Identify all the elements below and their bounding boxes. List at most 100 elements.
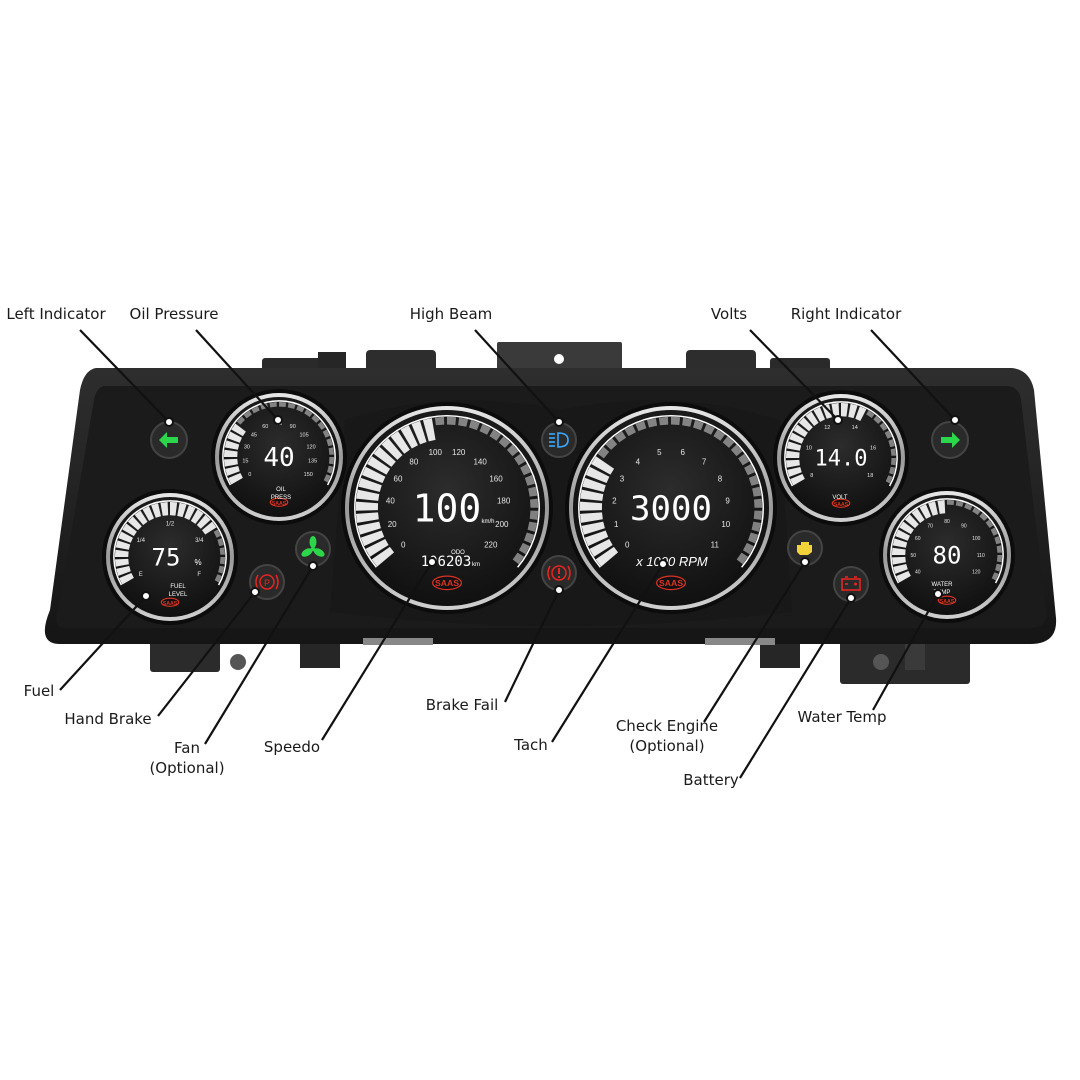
gauge-segment	[358, 477, 382, 492]
arrow-right-icon	[941, 432, 960, 448]
digital-readout: 100	[413, 486, 482, 530]
tick-label: 3/4	[195, 538, 204, 544]
gauge-segment	[605, 438, 618, 450]
gauge-segment	[119, 572, 134, 585]
gauge-segment	[328, 457, 335, 465]
tick-label: 200	[495, 520, 509, 529]
gauge-segment	[118, 531, 133, 543]
rpm-unit: x 1000 RPM	[635, 554, 708, 569]
gauge-segment	[361, 466, 386, 484]
gauge-segment	[115, 540, 131, 550]
gauge-segment	[752, 486, 762, 497]
gauge-segment	[367, 456, 391, 475]
gauge-segment	[979, 512, 988, 521]
brand-logo-text: SAAS	[659, 578, 683, 588]
tick-label: 60	[394, 474, 403, 483]
gauge-segment	[614, 431, 627, 443]
tick-label: 220	[484, 541, 498, 550]
tick-label: 15	[242, 458, 248, 464]
gauge-segment	[831, 402, 840, 417]
brake-warning-icon	[547, 565, 571, 581]
gauge-label: OIL	[276, 487, 286, 493]
gauge-segment	[201, 521, 217, 535]
gauge-segment	[888, 439, 895, 448]
gauge-segment	[151, 503, 161, 518]
gauge-segment	[400, 425, 418, 449]
gauge-segment	[885, 475, 893, 484]
gauge-label: PRESS	[271, 495, 291, 501]
gauge-segment	[214, 574, 222, 583]
gauge-segment	[751, 521, 761, 532]
gauge-segment	[646, 418, 658, 428]
tick-label: 12	[824, 425, 830, 431]
tick-label: 160	[489, 474, 503, 483]
gauge-segment	[995, 563, 1002, 572]
callout-fuel: Fuel	[23, 682, 55, 700]
gauge-segment	[142, 506, 155, 521]
callout-check-engine-line1: Check Engine	[615, 717, 719, 735]
gauge-segment	[591, 456, 615, 475]
gauge-segment	[196, 514, 211, 529]
gauge-segment	[114, 558, 129, 567]
gauge-segment	[693, 420, 704, 431]
gauge-segment	[584, 530, 609, 547]
gauge-segment	[228, 472, 243, 485]
gauge-segment	[579, 501, 603, 511]
brand-logo-text: SAAS	[163, 601, 178, 607]
tick-label: 100	[429, 448, 443, 457]
gauge-label: LEVEL	[169, 592, 188, 598]
gauge-segment	[730, 444, 743, 457]
gauge-segment	[635, 420, 647, 432]
gauge-segment	[360, 530, 385, 547]
brand-logo-text: SAAS	[940, 599, 955, 605]
gauge-segment	[134, 510, 148, 526]
gauge-segment	[747, 532, 759, 544]
tick-label: 70	[927, 524, 933, 530]
gauge-segment	[520, 464, 531, 476]
gauge-segment	[223, 458, 238, 467]
gauge-label: FUEL	[170, 584, 186, 590]
gauge-segment	[529, 510, 539, 520]
tick-label: 120	[452, 448, 466, 457]
tick-label: 16	[870, 445, 876, 451]
gauge-segment	[947, 499, 955, 506]
gauge-segment	[116, 566, 131, 576]
gauge-segment	[703, 424, 715, 435]
gauge-segment	[219, 547, 226, 555]
gauge-segment	[744, 464, 755, 476]
tick-label: 120	[307, 444, 316, 450]
callout-high-beam: High Beam	[409, 305, 493, 323]
tick-label: 45	[251, 432, 257, 438]
gauge-segment	[357, 521, 381, 535]
engine-icon	[797, 542, 812, 555]
gauge-segment	[798, 417, 813, 432]
gauge-segment	[356, 489, 380, 501]
gauge-segment	[890, 458, 897, 466]
gauge-segment	[937, 499, 946, 514]
gauge-segment	[848, 403, 858, 419]
brand-logo-text: SAAS	[272, 501, 287, 507]
gauge-segment	[985, 519, 994, 528]
gauge-segment	[355, 501, 379, 511]
gauge-segment	[879, 422, 888, 431]
tick-label: 40	[386, 497, 395, 506]
gauge-segment	[296, 405, 305, 413]
check-engine-lamp	[787, 530, 823, 566]
gauge-segment	[479, 424, 491, 435]
gauge-segment	[218, 565, 225, 574]
tick-label: 3	[620, 474, 625, 483]
brand-logo	[937, 595, 957, 605]
gauge-segment	[841, 402, 849, 417]
gauge-segment	[891, 547, 906, 555]
gauge-segment	[624, 425, 636, 437]
gauge-segment	[893, 564, 908, 574]
gauge-segment	[581, 521, 605, 535]
gauge-segment	[469, 420, 480, 431]
gauge-segment	[328, 447, 335, 455]
tick-label: 50	[910, 553, 916, 559]
gauge-segment	[892, 538, 908, 548]
gauge-segment	[786, 441, 802, 451]
